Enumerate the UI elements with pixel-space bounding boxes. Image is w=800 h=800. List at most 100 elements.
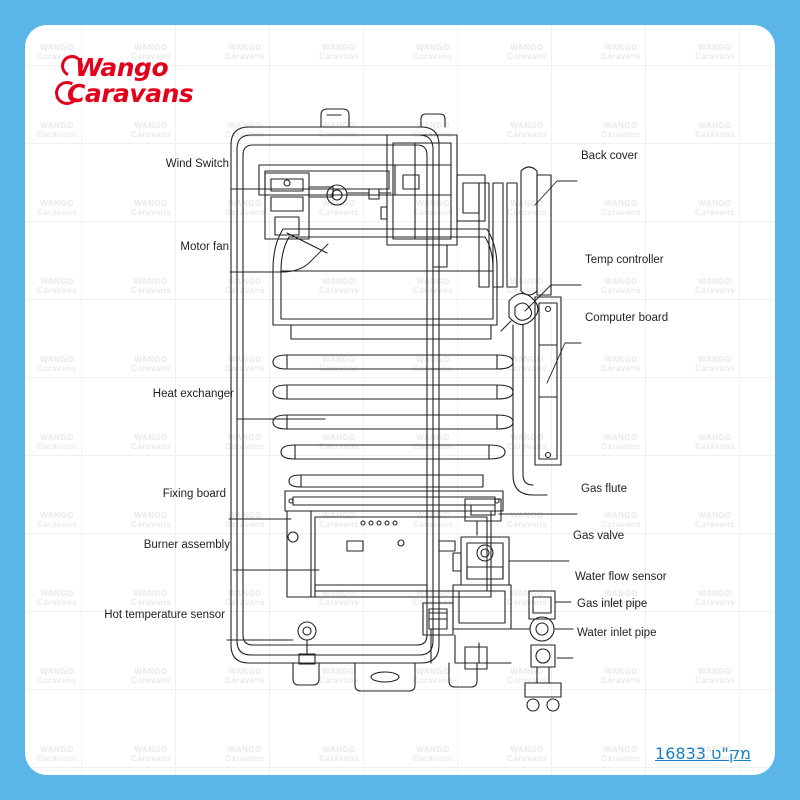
motor-box-inner <box>392 142 452 240</box>
heat-exchanger-bend-2r <box>496 384 514 400</box>
chassis-inner <box>236 134 434 656</box>
back-cover-vent <box>520 166 538 296</box>
gas-flute-inner <box>470 504 496 516</box>
label-gas-inlet-pipe: Gas inlet pipe <box>577 598 648 610</box>
heat-exchanger-coil-3 <box>286 414 498 430</box>
motor-stem <box>432 244 448 268</box>
blower-housing-inner <box>280 236 494 320</box>
heat-exchanger-bend-4r <box>488 444 506 460</box>
label-temp-controller: Temp controller <box>585 254 664 266</box>
top-bracket-inner <box>264 170 390 190</box>
motor-tab <box>380 206 388 220</box>
parts-diagram <box>226 108 582 712</box>
burner-spark-4 <box>384 520 390 526</box>
logo-line-1: Wango <box>75 53 169 82</box>
water-inlet-nut-right <box>546 698 560 712</box>
heat-exchanger-coil-1 <box>286 354 498 370</box>
burner-spark-2 <box>368 520 374 526</box>
computer-board-screw-bottom <box>544 451 552 459</box>
motor-box-detail <box>402 174 420 190</box>
gas-valve-block <box>466 566 504 580</box>
label-gas-valve: Gas valve <box>573 530 625 542</box>
burner-port-right <box>438 540 456 552</box>
bottom-pipe-center <box>454 634 480 664</box>
logo-line-2: Caravans <box>67 79 194 108</box>
burner-spark-1 <box>360 520 366 526</box>
gas-valve-side <box>452 552 462 572</box>
temp-controller-body <box>508 292 539 326</box>
top-mount-tab-right <box>420 113 446 128</box>
burner-assembly-body <box>286 510 492 598</box>
label-motor-fan: Motor fan <box>180 241 229 253</box>
wind-switch-dial-inner <box>331 189 343 201</box>
heat-exchanger-bend-3r <box>496 414 514 430</box>
bottom-tab-right <box>448 662 478 688</box>
hot-temperature-sensor-body <box>297 621 317 641</box>
gas-valve-knob-inner <box>480 548 490 558</box>
heat-exchanger-bend-2 <box>272 384 288 400</box>
gas-valve-lower-inner <box>458 590 506 624</box>
heat-exchanger-coil-4 <box>294 444 490 460</box>
label-water-flow-sensor: Water flow sensor <box>575 571 667 583</box>
heat-exchanger-bend-4 <box>280 444 296 460</box>
burner-port-left <box>346 540 364 552</box>
gas-flute-body <box>464 498 502 522</box>
burner-center-port <box>397 539 405 547</box>
label-fixing-board: Fixing board <box>162 488 226 500</box>
water-flow-sensor-inner <box>532 596 552 614</box>
blower-flange <box>290 324 492 340</box>
wind-switch-body <box>264 172 310 240</box>
gas-valve-solenoid-inner <box>428 608 448 630</box>
label-heat-exchanger: Heat exchanger <box>152 388 234 400</box>
label-water-inlet-pipe: Water inlet pipe <box>577 627 657 639</box>
leader-temp-controller <box>524 284 582 312</box>
bottom-tab-hole <box>370 671 400 683</box>
fixing-board-screw-right <box>494 498 500 504</box>
hot-temperature-sensor-tip <box>302 626 312 636</box>
water-inlet-pipe-bore <box>535 648 551 664</box>
computer-board <box>534 296 562 466</box>
water-inlet-pipe-fitting <box>524 682 562 698</box>
label-computer-board: Computer board <box>585 312 669 324</box>
burner-spark-3 <box>376 520 382 526</box>
leader-motor-fan <box>229 243 329 273</box>
water-flow-sensor <box>528 590 556 620</box>
motor-side-bracket-inner <box>462 182 480 214</box>
gas-inlet-pipe-bore <box>535 622 549 636</box>
chassis-outer <box>230 126 440 664</box>
heat-exchanger-bend-1r <box>496 354 514 370</box>
sku-text[interactable]: מק"ט 16833 <box>655 744 751 763</box>
label-wind-switch: Wind Switch <box>165 158 229 170</box>
motor-side-bracket <box>456 174 486 222</box>
blower-housing <box>272 228 498 326</box>
label-hot-temperature-sensor: Hot temperature sensor <box>104 609 225 621</box>
bottom-tab-center <box>354 662 416 692</box>
heat-exchanger-outlet-pipe-2 <box>522 324 534 486</box>
back-cover-rib-2 <box>492 182 504 288</box>
label-burner-assembly: Burner assembly <box>143 539 230 551</box>
bottom-manifold <box>464 646 488 670</box>
back-cover-edge <box>536 174 552 296</box>
heat-exchanger-bend-5 <box>288 474 302 488</box>
bottom-pipe-left <box>430 628 446 664</box>
water-inlet-pipe-body <box>530 644 556 668</box>
wind-switch-detail-1 <box>270 178 304 192</box>
temp-controller-inner <box>514 302 533 321</box>
label-gas-flute: Gas flute <box>581 483 628 495</box>
heat-exchanger-bend-3 <box>272 414 288 430</box>
burner-base-rail <box>314 584 428 598</box>
temp-controller-lead <box>500 320 512 332</box>
label-back-cover: Back cover <box>581 150 638 162</box>
burner-mount-screw-left <box>287 531 299 543</box>
leader-computer-board <box>546 342 582 384</box>
gas-valve-knob <box>476 544 494 562</box>
wind-switch-dial <box>326 184 348 206</box>
wind-switch-detail-3 <box>274 216 300 236</box>
leader-back-cover <box>534 180 578 206</box>
heat-exchanger-coil-2 <box>286 384 498 400</box>
gas-valve-solenoid <box>422 602 454 636</box>
water-inlet-nut-left <box>526 698 540 712</box>
heat-exchanger-coil-5 <box>300 474 484 488</box>
brand-logo: Wango Caravans <box>52 51 213 115</box>
burner-spark-5 <box>392 520 398 526</box>
